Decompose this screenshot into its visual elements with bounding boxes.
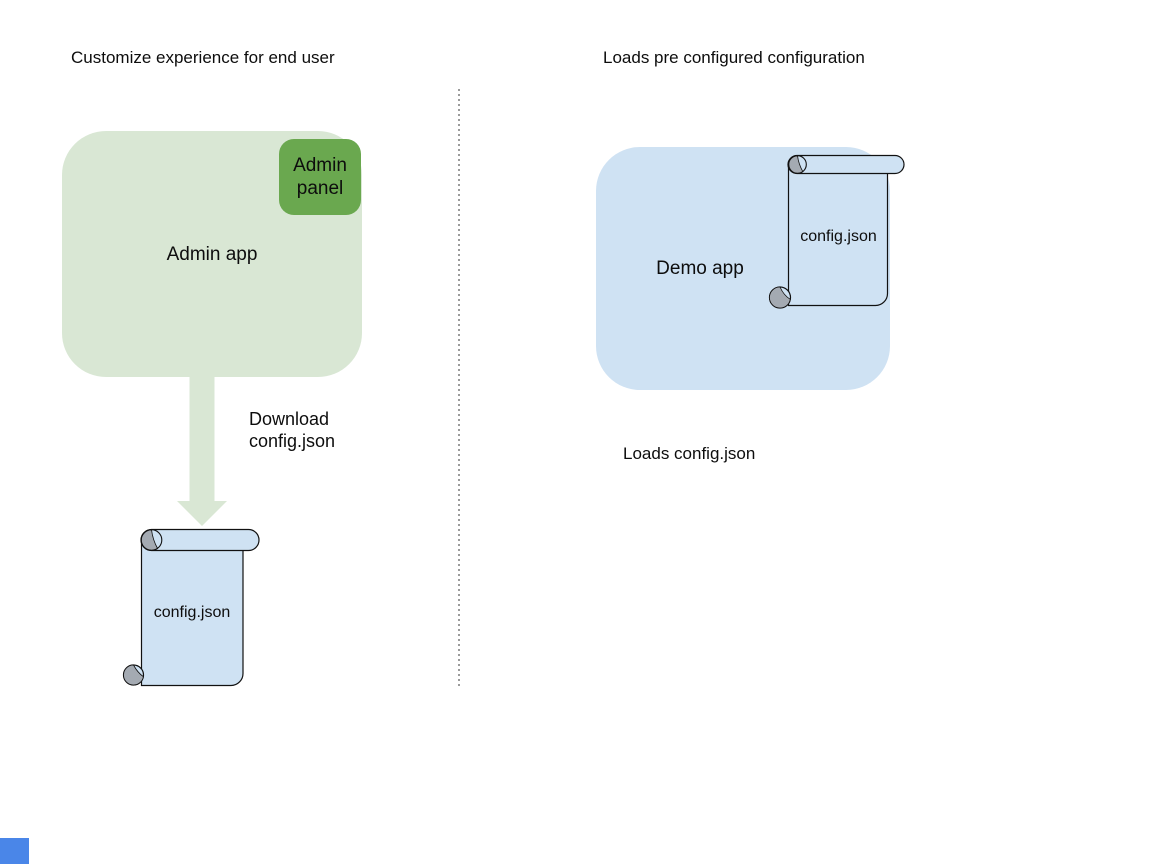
admin-panel-label: Admin panel <box>293 155 347 199</box>
demo-app-label: Demo app <box>656 258 744 279</box>
partial-blue-shape <box>0 838 29 864</box>
section-divider-dotted-line <box>458 89 460 687</box>
config-scroll-left-icon <box>122 528 260 687</box>
right-section-title: Loads pre configured configuration <box>603 48 865 67</box>
config-file-label-left: config.json <box>153 604 231 621</box>
loads-config-caption: Loads config.json <box>623 444 756 463</box>
config-scroll-right-icon <box>768 154 905 309</box>
download-caption: Download config.json <box>249 409 336 451</box>
download-arrow-icon <box>177 377 227 526</box>
config-file-label-right: config.json <box>800 228 877 245</box>
left-section-title: Customize experience for end user <box>71 48 335 67</box>
admin-panel-shape: Admin panel <box>279 139 361 215</box>
admin-app-label: Admin app <box>166 243 258 265</box>
